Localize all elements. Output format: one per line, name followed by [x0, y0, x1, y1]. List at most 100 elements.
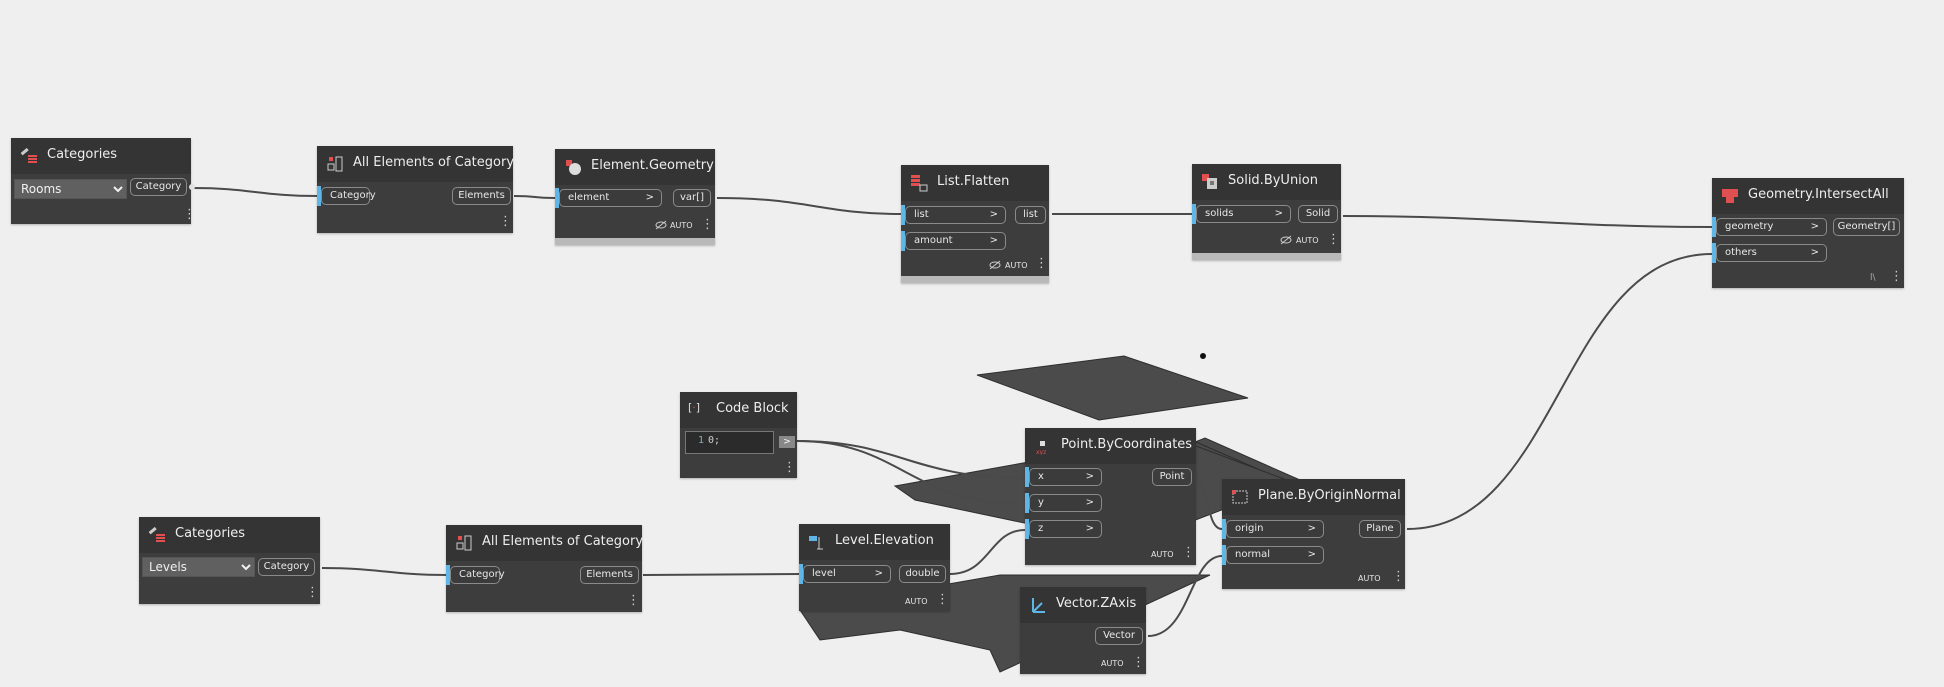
output-port-list[interactable]: list	[1015, 206, 1046, 224]
node-header[interactable]	[11, 138, 191, 174]
node-menu-icon[interactable]: ⋮	[1327, 232, 1340, 247]
categories-levels-node[interactable]: Categories Levels Category ⋮	[139, 517, 320, 604]
lacing-label: AUTO	[1151, 550, 1174, 559]
all-elements-of-category-node[interactable]: All Elements of Category Category Elemen…	[317, 146, 514, 233]
node-header[interactable]	[1222, 479, 1405, 515]
node-header[interactable]	[317, 146, 513, 182]
node-title: All Elements of Category	[482, 534, 644, 549]
preview-bar[interactable]	[901, 276, 1049, 283]
input-port-level[interactable]: level>	[803, 565, 891, 583]
line-number: 1	[698, 435, 705, 446]
input-port-x[interactable]: x>	[1029, 468, 1102, 486]
preview-hidden-icon[interactable]	[1280, 235, 1292, 245]
output-port-var[interactable]: var[]	[673, 189, 711, 207]
element-geometry-node[interactable]: Element.Geometry element> var[] AUTO ⋮	[555, 149, 715, 245]
node-header[interactable]	[680, 392, 797, 428]
preview-hidden-icon[interactable]	[655, 220, 667, 230]
level-elevation-node[interactable]: Level.Elevation level> double AUTO ⋮	[799, 524, 950, 611]
output-port-category[interactable]: Category	[258, 558, 315, 576]
node-header[interactable]	[1712, 178, 1904, 214]
node-title: Level.Elevation	[835, 533, 934, 548]
list-flatten-node[interactable]: List.Flatten list> amount> list AUTO ⋮	[901, 165, 1049, 283]
input-port-z[interactable]: z>	[1029, 520, 1102, 538]
node-menu-icon[interactable]: ⋮	[701, 217, 714, 232]
node-menu-icon[interactable]: ⋮	[1182, 545, 1195, 560]
node-header[interactable]	[901, 165, 1049, 201]
node-menu-icon[interactable]: ⋮	[1890, 269, 1903, 284]
port-label: element	[568, 192, 610, 203]
port-label: Point	[1159, 471, 1185, 482]
input-marker	[1025, 493, 1029, 513]
output-port-elements[interactable]: Elements	[580, 566, 639, 584]
arrow-icon: >	[1085, 497, 1094, 508]
preview-hidden-icon[interactable]	[989, 260, 1001, 270]
input-port-normal[interactable]: normal>	[1226, 546, 1324, 564]
output-arrow-icon[interactable]: >	[779, 436, 795, 448]
plane-byoriginnormal-node[interactable]: Plane.ByOriginNormal origin> normal> Pla…	[1222, 479, 1405, 589]
node-menu-icon[interactable]: ⋮	[627, 593, 640, 608]
lacing-label: l\	[1870, 273, 1876, 283]
node-header[interactable]	[799, 524, 950, 560]
list-icon	[911, 175, 928, 192]
output-port-double[interactable]: double	[899, 565, 946, 583]
categories-icon	[148, 526, 165, 542]
geometry-point	[1200, 353, 1206, 359]
code-editor[interactable]: 1 0;	[685, 431, 774, 454]
output-port-geometry-list[interactable]: Geometry[]	[1833, 218, 1900, 236]
preview-bar[interactable]	[555, 238, 715, 245]
all-elements-icon	[456, 535, 472, 551]
preview-bar[interactable]	[1192, 253, 1341, 260]
all-elements-of-category-node[interactable]: All Elements of Category Category Elemen…	[446, 525, 644, 612]
input-port-element[interactable]: element>	[559, 189, 662, 207]
geometry-intersectall-node[interactable]: Geometry.IntersectAll geometry> others> …	[1712, 178, 1904, 288]
node-menu-icon[interactable]: ⋮	[1132, 655, 1145, 670]
input-port-geometry[interactable]: geometry>	[1716, 218, 1827, 236]
input-port-origin[interactable]: origin>	[1226, 520, 1324, 538]
input-port-category[interactable]: Category	[450, 566, 505, 584]
port-label: var[]	[680, 192, 704, 203]
input-port-category[interactable]: Category	[321, 187, 376, 205]
input-port-list[interactable]: list>	[905, 206, 1006, 224]
input-port-amount[interactable]: amount>	[905, 232, 1006, 250]
node-menu-icon[interactable]: ⋮	[936, 592, 949, 607]
node-menu-icon[interactable]: ⋮	[1035, 256, 1048, 271]
category-dropdown[interactable]: Levels	[142, 557, 255, 577]
node-menu-icon[interactable]: ⋮	[183, 207, 196, 222]
node-menu-icon[interactable]: ⋮	[783, 460, 796, 475]
output-port-category[interactable]: Category	[130, 178, 187, 196]
output-port-point[interactable]: Point	[1152, 468, 1192, 486]
node-menu-icon[interactable]: ⋮	[499, 214, 512, 229]
node-title: Geometry.IntersectAll	[1748, 187, 1889, 202]
node-header[interactable]	[1025, 428, 1196, 464]
lacing-label: AUTO	[1101, 659, 1124, 668]
output-port-elements[interactable]: Elements	[452, 187, 511, 205]
input-port-others[interactable]: others>	[1716, 244, 1827, 262]
arrow-icon: >	[1307, 549, 1316, 560]
output-port-plane[interactable]: Plane	[1359, 520, 1401, 538]
input-marker	[1222, 545, 1226, 565]
input-marker	[1222, 519, 1226, 539]
output-connector[interactable]	[189, 184, 195, 190]
node-menu-icon[interactable]: ⋮	[306, 585, 319, 600]
categories-rooms-node[interactable]: Categories Rooms Category ⋮	[11, 138, 196, 224]
node-title: Categories	[47, 147, 118, 162]
svg-text:xyz: xyz	[1036, 449, 1046, 455]
output-port-vector[interactable]: Vector	[1095, 627, 1143, 645]
node-menu-icon[interactable]: ⋮	[1392, 569, 1405, 584]
port-label: Elements	[458, 190, 505, 201]
code-block-node[interactable]: [·] Code Block 1 0; > ⋮	[680, 392, 797, 478]
node-header[interactable]	[139, 517, 320, 553]
solid-byunion-node[interactable]: Solid.ByUnion solids> Solid AUTO ⋮	[1192, 164, 1341, 260]
port-label: Category	[459, 569, 505, 580]
node-header[interactable]	[555, 149, 715, 185]
input-port-solids[interactable]: solids>	[1196, 205, 1291, 223]
point-bycoordinates-node[interactable]: xyz Point.ByCoordinates x> y> z> Point A…	[1025, 428, 1196, 565]
input-port-y[interactable]: y>	[1029, 494, 1102, 512]
vector-zaxis-node[interactable]: Vector.ZAxis Vector AUTO ⋮	[1020, 587, 1146, 674]
output-port-solid[interactable]: Solid	[1298, 205, 1338, 223]
category-dropdown[interactable]: Rooms	[14, 179, 127, 199]
node-header[interactable]	[446, 525, 642, 561]
node-title: Categories	[175, 526, 246, 541]
port-label: Elements	[586, 569, 633, 580]
